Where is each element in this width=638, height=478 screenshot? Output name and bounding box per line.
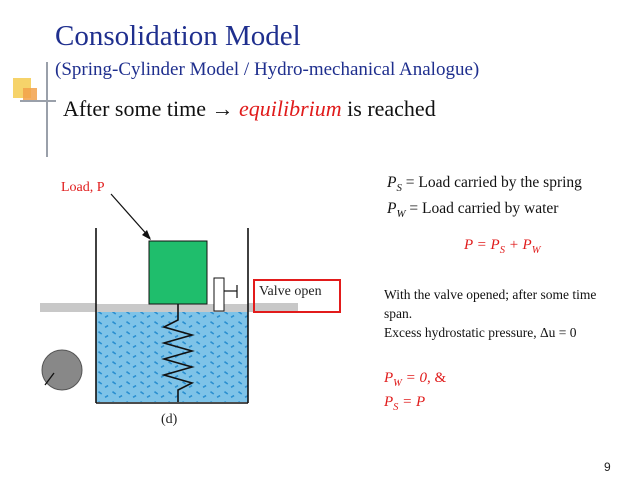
slide-title: Consolidation Model <box>55 20 301 52</box>
valve-highlight-box <box>253 279 341 313</box>
pw-symbol: P <box>387 200 397 217</box>
load-arrowhead <box>142 230 151 240</box>
ps-subscript: S <box>396 182 402 195</box>
excess-pressure-note: Excess hydrostatic pressure, Δu = 0 <box>384 325 577 340</box>
load-equation: P = PS + PW <box>464 237 540 256</box>
bullet-text: After some time → equilibrium is reached <box>63 96 436 122</box>
spring <box>161 304 195 402</box>
bullet-suffix: is reached <box>341 96 436 121</box>
bullet-prefix: After some time → <box>63 96 239 121</box>
valve-pipe <box>213 277 225 312</box>
spring-cylinder-figure <box>40 193 298 404</box>
result-pw: PW = 0, & <box>384 370 446 389</box>
valve-label: Valve open <box>259 284 322 299</box>
water-surface <box>96 304 248 312</box>
eq-sub-s: S <box>499 245 505 256</box>
eq-sub-w: W <box>531 245 541 256</box>
res-amp: , & <box>427 370 447 386</box>
decor-square-orange <box>23 88 37 102</box>
decor-horizontal-rule <box>20 100 56 102</box>
definition-pw: PW = Load carried by water <box>387 200 558 220</box>
res-pw-eq: = 0 <box>401 370 428 386</box>
page-number: 9 <box>604 460 611 474</box>
soil-line-left <box>40 303 96 312</box>
eq-lhs: P = P <box>464 237 500 253</box>
definition-ps: PS = Load carried by the spring <box>387 174 582 194</box>
res-ps-symbol: P <box>384 394 394 410</box>
ps-text: = Load carried by the spring <box>401 174 582 191</box>
pw-text: = Load carried by water <box>405 200 559 217</box>
eq-mid: + P <box>504 237 532 253</box>
result-ps: PS = P <box>384 394 425 413</box>
res-ps-eq: = P <box>398 394 426 410</box>
pw-subscript: W <box>396 208 406 221</box>
gauge-dial <box>41 349 83 391</box>
res-ps-sub: S <box>393 402 399 413</box>
slide-subtitle: (Spring-Cylinder Model / Hydro-mechanica… <box>55 59 480 80</box>
decor-vertical-rule <box>46 62 48 157</box>
res-pw-symbol: P <box>384 370 394 386</box>
valve-note: With the valve opened; after some time s… <box>384 287 597 321</box>
res-pw-sub: W <box>393 378 402 389</box>
figure-caption: (d) <box>161 412 178 427</box>
ps-symbol: P <box>387 174 397 191</box>
load-arrow <box>110 193 151 239</box>
piston-block <box>148 240 208 305</box>
soil-line-right <box>248 303 298 312</box>
load-label: Load, P <box>61 180 105 195</box>
bullet-emphasis: equilibrium <box>238 96 342 121</box>
gauge-needle <box>44 372 55 386</box>
